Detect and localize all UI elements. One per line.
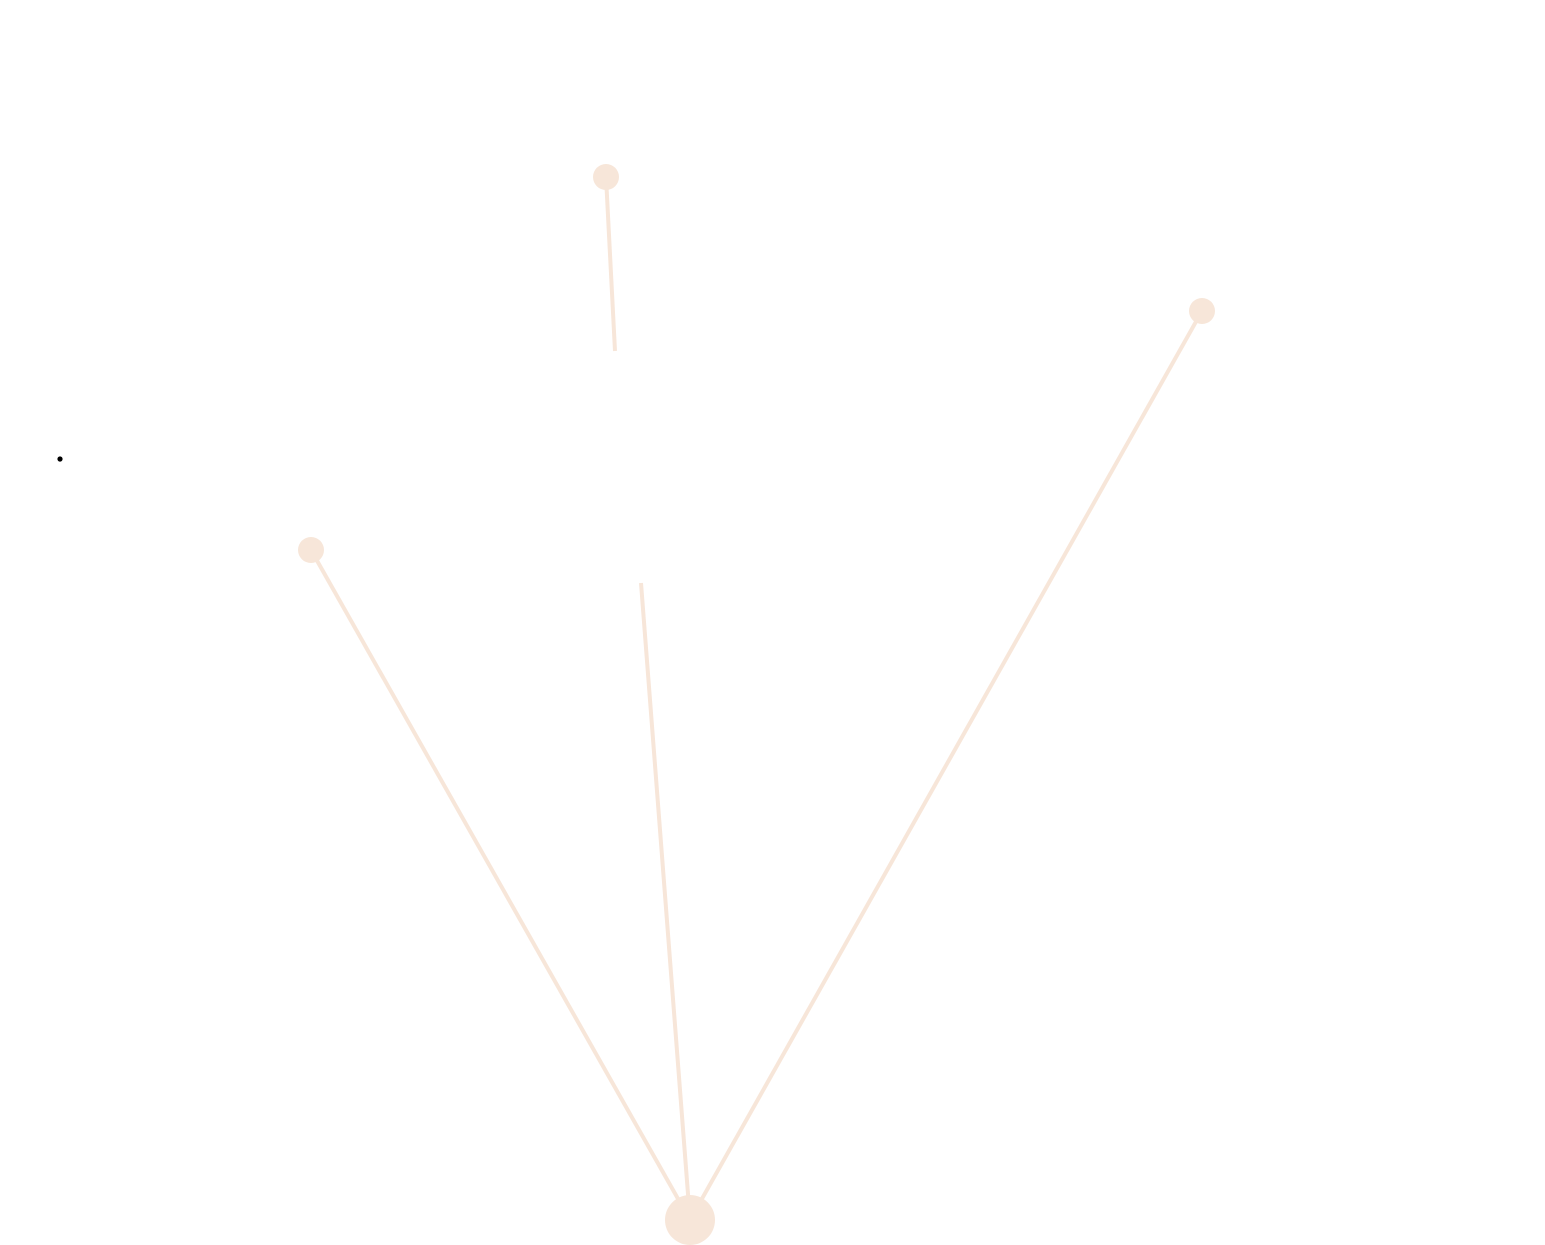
nodes-layer <box>298 164 1215 1245</box>
node-leaf-top[interactable] <box>593 164 619 190</box>
marker-dot <box>57 456 63 462</box>
edge-root-leaf-left <box>309 549 692 1221</box>
edge-root-leaf-top-lower-segment <box>639 582 692 1221</box>
node-leaf-left[interactable] <box>298 537 324 563</box>
edge-root-leaf-top-upper-segment <box>604 176 617 352</box>
edge-root-leaf-right <box>688 310 1204 1221</box>
node-root[interactable] <box>665 1195 715 1245</box>
node-leaf-right[interactable] <box>1189 298 1215 324</box>
edges-layer <box>309 176 1204 1221</box>
